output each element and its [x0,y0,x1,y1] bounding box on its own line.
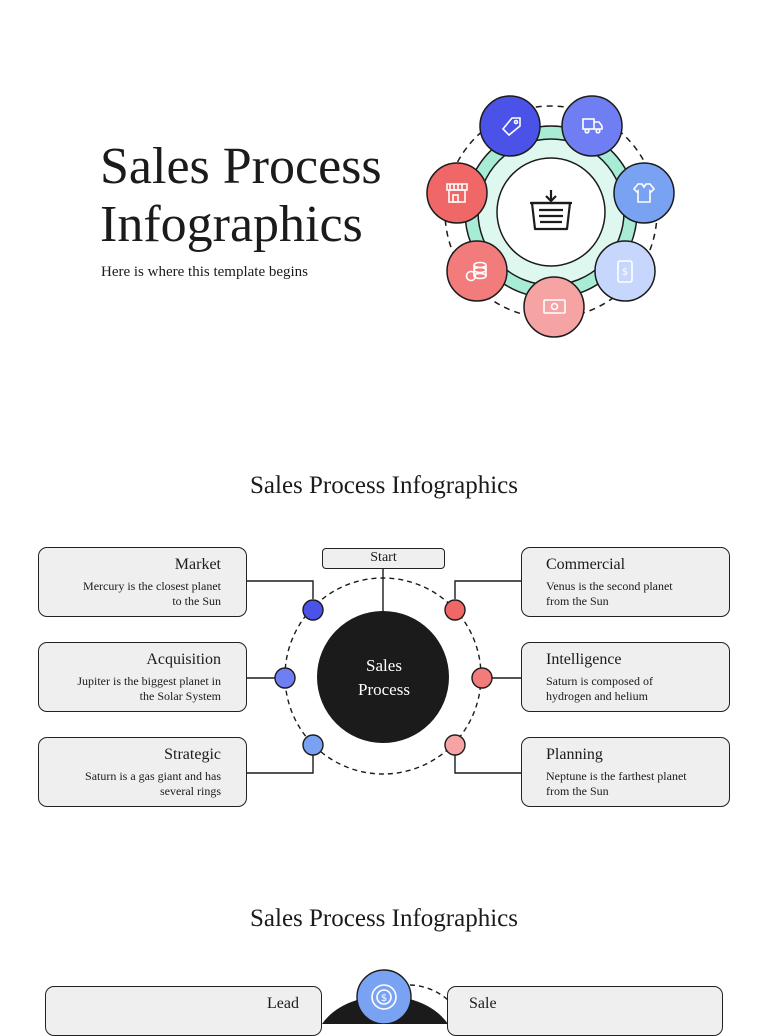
section3-diagram: $ [322,969,449,1024]
hero-center-circle [496,157,606,267]
card-acquisition: Acquisition Jupiter is the biggest plane… [38,642,247,712]
shirt-icon [632,183,656,203]
svg-text:$: $ [381,993,387,1004]
dot-intelligence [471,667,493,689]
card-title: Market [174,556,221,573]
mobile-payment-node: $ [594,240,656,302]
section3-top-node [356,969,412,1024]
dot-acquisition [274,667,296,689]
store-node [426,162,488,224]
connector-strategic [247,755,314,774]
coins-icon [465,261,487,282]
price-tag-node [479,95,541,157]
card-title: Strategic [164,746,221,763]
dot-strategic [302,734,324,756]
cash-icon [543,299,566,314]
shirt-node [613,162,675,224]
connector-commercial [454,580,521,599]
connector-planning [454,755,521,774]
dot-commercial [444,599,466,621]
section2-title: Sales Process Infographics [250,472,518,499]
center-line1: Sales [366,656,402,675]
hero-title-line1: Sales Process [100,138,382,195]
card-title: Intelligence [546,651,622,668]
dot-planning [444,734,466,756]
cash-node [523,276,585,338]
dollar-cycle-icon: $ [371,984,397,1010]
process-center-label: Sales Process [318,654,450,702]
start-label: Start [322,548,445,569]
coins-node [446,240,508,302]
card-title: Commercial [546,556,626,573]
center-line2: Process [358,680,410,699]
card-lead: Lead [45,986,322,1036]
shopping-basket-icon [530,190,572,231]
card-title: Acquisition [146,651,221,668]
mobile-payment-icon: $ [617,260,633,283]
dot-market [302,599,324,621]
card-title: Planning [546,746,603,763]
hero-title: Sales Process Infographics [100,138,382,254]
card-title: Sale [469,995,497,1012]
card-sale: Sale [447,986,723,1036]
connector-market [247,580,314,599]
svg-text:$: $ [622,267,628,278]
delivery-truck-icon [582,118,603,134]
process-center-circle [317,611,449,743]
hero-diagram: $ [426,95,675,338]
price-tag-icon [501,117,521,137]
hero-title-line2: Infographics [100,196,363,253]
store-icon [446,183,468,203]
delivery-truck-node [561,95,623,157]
hero-subtitle: Here is where this template begins [101,264,309,280]
section3-title: Sales Process Infographics [250,905,518,932]
card-title: Lead [267,995,299,1012]
